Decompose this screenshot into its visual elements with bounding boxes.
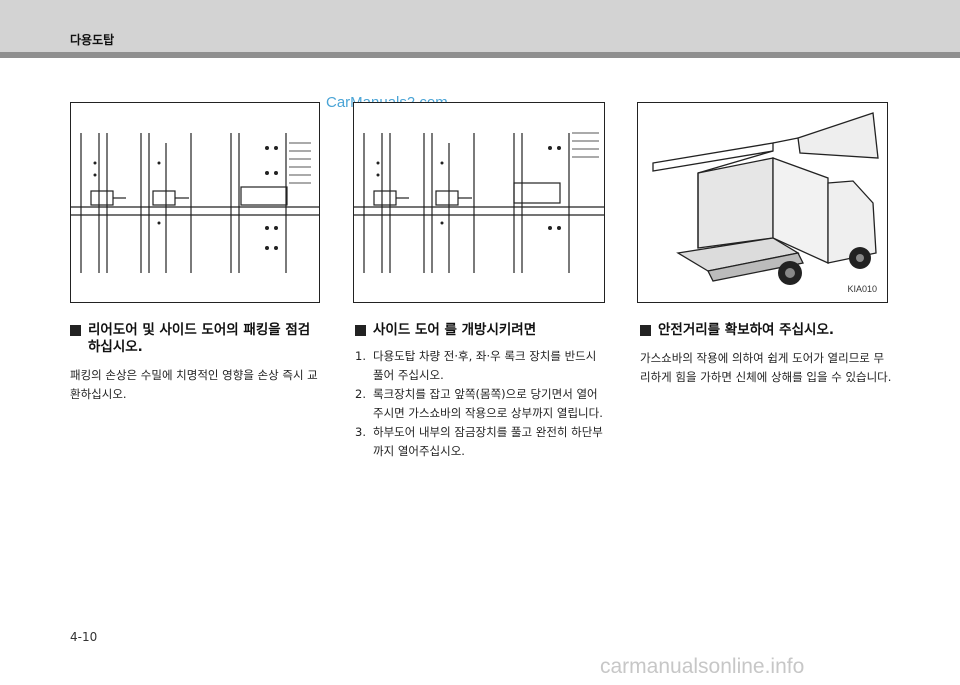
step-number: 2. bbox=[355, 387, 366, 401]
square-bullet-icon bbox=[70, 325, 81, 336]
header-title: 다용도탑 bbox=[70, 33, 115, 47]
page-header: 다용도탑 bbox=[0, 0, 960, 52]
watermark-bottom: carmanualsonline.info bbox=[600, 655, 805, 678]
list-item: 3. 하부도어 내부의 잠금장치를 풀고 완전히 하단부 까지 열어주십시오. bbox=[355, 423, 607, 461]
step-number: 3. bbox=[355, 425, 366, 439]
section-heading: 사이드 도어 를 개방시키려면 bbox=[355, 322, 607, 339]
square-bullet-icon bbox=[640, 325, 651, 336]
section-heading: 리어도어 및 사이드 도어의 패킹을 점검하십시오. bbox=[70, 322, 322, 356]
page-number: 4-10 bbox=[70, 630, 98, 644]
steps-list: 1. 다용도탑 차량 전·후, 좌·우 록크 장치를 반드시 풀어 주십시오. … bbox=[355, 347, 607, 461]
step-number: 1. bbox=[355, 349, 366, 363]
heading-text: 사이드 도어 를 개방시키려면 bbox=[373, 322, 537, 338]
section-body: 패킹의 손상은 수밀에 치명적인 영향을 손상 즉시 교환하십시오. bbox=[70, 368, 318, 401]
heading-text: 안전거리를 확보하여 주십시오. bbox=[658, 322, 834, 338]
section-open-side-door: 사이드 도어 를 개방시키려면 1. 다용도탑 차량 전·후, 좌·우 록크 장… bbox=[355, 322, 607, 461]
figure-code: KIA010 bbox=[847, 284, 877, 294]
header-divider bbox=[0, 52, 960, 58]
list-item: 1. 다용도탑 차량 전·후, 좌·우 록크 장치를 반드시 풀어 주십시오. bbox=[355, 347, 607, 385]
heading-text: 리어도어 및 사이드 도어의 패킹을 점검하십시오. bbox=[88, 322, 311, 355]
figure-open-truck: KIA010 bbox=[637, 102, 888, 303]
step-text: 록크장치를 잡고 앞쪽(몸쪽)으로 당기면서 열어주시면 가스쇼바의 작용으로 … bbox=[373, 387, 603, 420]
latch-illustration-1 bbox=[71, 133, 319, 273]
section-safety-distance: 안전거리를 확보하여 주십시오. 가스쇼바의 작용에 의하여 쉽게 도어가 열리… bbox=[640, 322, 892, 387]
section-body: 가스쇼바의 작용에 의하여 쉽게 도어가 열리므로 무리하게 힘을 가하면 신체… bbox=[640, 351, 892, 384]
square-bullet-icon bbox=[355, 325, 366, 336]
section-heading: 안전거리를 확보하여 주십시오. bbox=[640, 322, 892, 339]
figure-latch-1 bbox=[70, 102, 320, 303]
truck-illustration bbox=[652, 112, 879, 285]
latch-illustration-2 bbox=[354, 132, 604, 273]
section-packing-check: 리어도어 및 사이드 도어의 패킹을 점검하십시오. 패킹의 손상은 수밀에 치… bbox=[70, 322, 322, 404]
step-text: 하부도어 내부의 잠금장치를 풀고 완전히 하단부 까지 열어주십시오. bbox=[373, 425, 603, 458]
figure-latch-2 bbox=[353, 102, 605, 303]
step-text: 다용도탑 차량 전·후, 좌·우 록크 장치를 반드시 풀어 주십시오. bbox=[373, 349, 597, 382]
list-item: 2. 록크장치를 잡고 앞쪽(몸쪽)으로 당기면서 열어주시면 가스쇼바의 작용… bbox=[355, 385, 607, 423]
